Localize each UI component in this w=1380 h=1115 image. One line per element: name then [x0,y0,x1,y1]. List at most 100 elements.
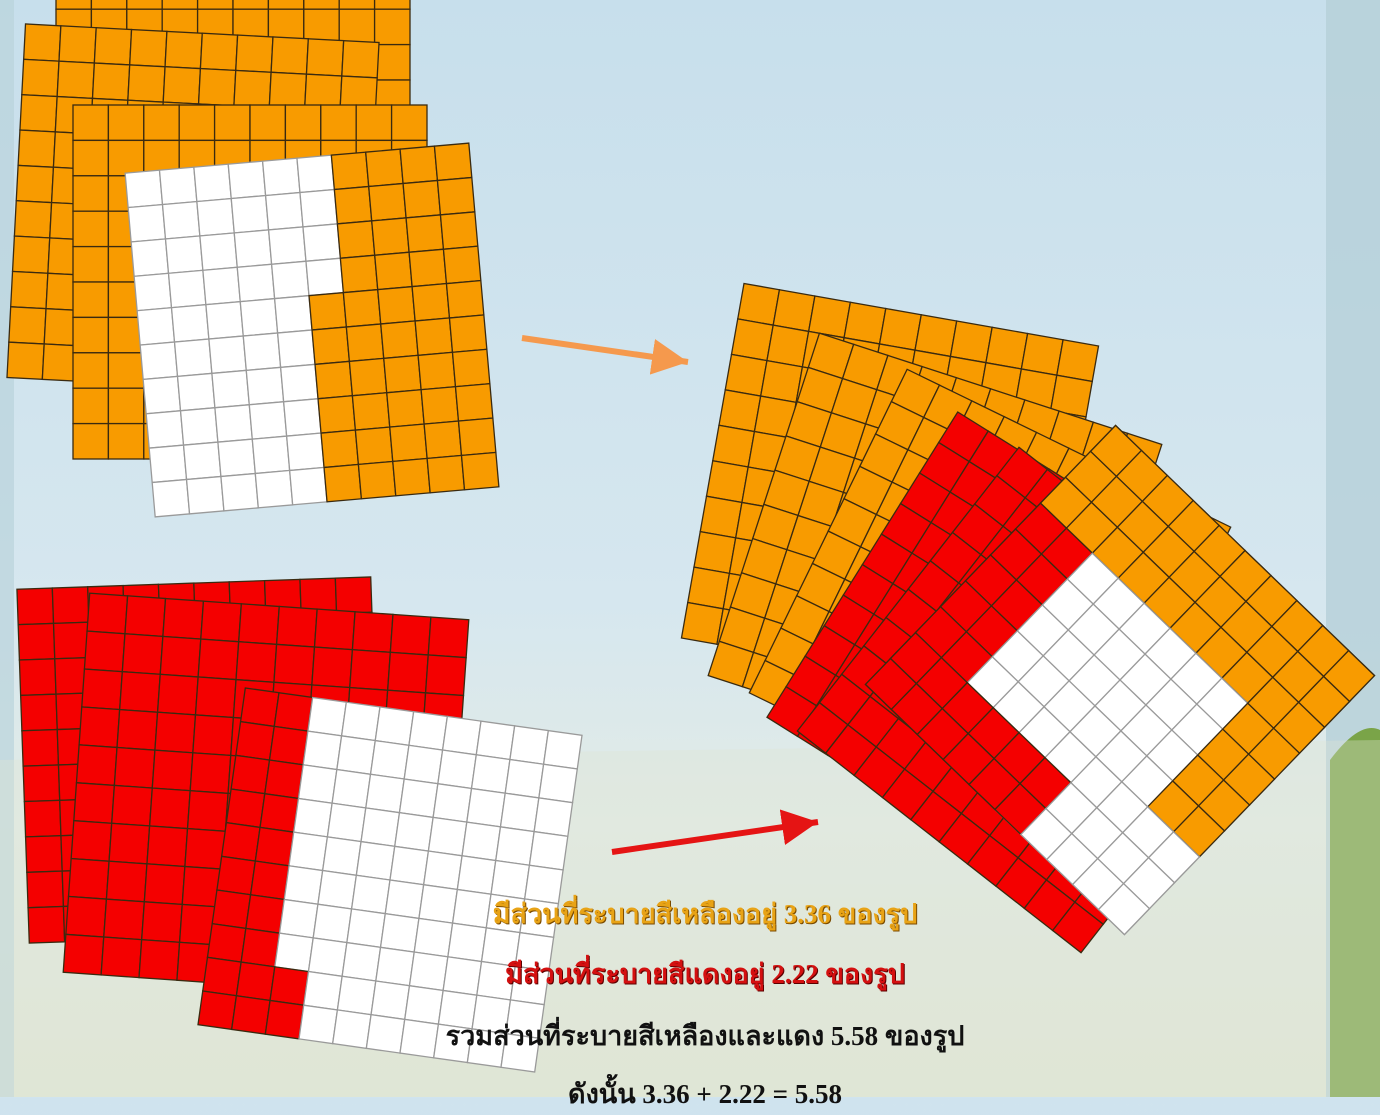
orange-grid-partial-cell [255,470,292,507]
red-grid-partial-cell [342,702,380,740]
red-grid-full-2-cell [193,715,234,756]
red-grid-full-2-cell [155,712,196,753]
orange-grid-full-3-cell [73,282,108,317]
red-grid-full-2-cell [76,745,117,786]
red-grid-full-2-cell [104,899,145,940]
orange-grid-full-3-cell [108,140,143,175]
orange-grid-full-2-cell [22,59,59,96]
red-grid-full-2-cell [142,902,183,943]
red-grid-full-2-cell [117,710,158,751]
red-grid-partial-cell [323,837,361,875]
orange-grid-full-1-cell [375,9,410,44]
orange-grid-full-3-cell [356,105,391,140]
orange-grid-partial-cell [455,384,492,421]
red-grid-partial-cell [462,822,500,860]
orange-grid-partial-cell [209,336,246,373]
red-grid-partial-cell [433,784,471,822]
red-grid-partial-cell [371,741,409,779]
orange-grid-partial-cell [275,296,312,333]
orange-grid-partial-cell [355,427,392,464]
red-grid-full-2-cell [150,788,191,829]
orange-grid-full-2-cell [236,35,273,72]
red-grid-partial-cell [399,779,437,817]
red-grid-full-2-cell [185,829,226,870]
red-grid-partial-cell [198,991,236,1029]
orange-grid-partial-cell [334,187,371,224]
red-grid-partial-cell [438,750,476,788]
orange-grid-partial-cell [134,273,171,310]
red-grid-partial-cell [217,856,255,894]
orange-grid-full-3-cell [73,140,108,175]
red-grid-full-2-cell [160,636,201,677]
orange-grid-partial-cell [349,358,386,395]
red-grid-partial-cell [203,957,241,995]
orange-grid-partial-cell [172,305,209,342]
orange-grid-partial-cell [231,196,268,233]
orange-grid-partial-cell [194,164,231,201]
orange-grid-partial-cell [372,218,409,255]
orange-grid-full-3-cell [73,247,108,282]
red-grid-full-2-cell [106,861,147,902]
red-grid-full-2-cell [87,593,128,634]
orange-grid-partial-cell [263,158,300,195]
red-grid-full-2-cell [350,650,391,691]
orange-grid-full-2-cell [128,65,165,102]
orange-grid-partial-cell [387,390,424,427]
orange-grid-full-1-cell [127,0,162,9]
red-grid-full-2-cell [71,821,112,862]
red-grid-full-2-cell [114,747,155,788]
orange-grid-partial-cell [266,193,303,230]
orange-grid-full-2-cell [199,69,236,106]
red-grid-partial-cell [303,731,341,769]
combined-orange-1-cell [738,283,780,325]
orange-grid-partial-cell [434,143,471,180]
red-grid-full-2-cell [274,644,315,685]
red-grid-full-2-cell [163,599,204,640]
orange-grid-partial-cell [315,361,352,398]
red-grid-full-2-cell [147,826,188,867]
orange-grid-partial-cell [169,270,206,307]
combined-orange-1-cell [950,321,992,363]
orange-grid-partial-cell [427,455,464,492]
combined-orange-1-cell [694,532,736,574]
orange-grid-partial-cell [284,399,321,436]
orange-grid-full-3-cell [73,388,108,423]
orange-grid-full-3-cell [73,105,108,140]
orange-grid-full-2-cell [94,28,131,65]
orange-grid-partial-cell [131,239,168,276]
orange-grid-full-3-cell [73,176,108,211]
orange-grid-full-1-cell [233,0,268,9]
orange-grid-partial-cell [378,287,415,324]
red-grid-full-1-cell [17,588,54,625]
orange-grid-full-2-cell [9,307,46,344]
combined-orange-1-cell [844,302,886,344]
red-grid-partial-cell [534,798,572,836]
red-grid-full-2-cell [144,864,185,905]
red-grid-partial-cell [457,856,495,894]
red-grid-partial-cell [207,924,245,962]
orange-grid-full-3-cell [285,105,320,140]
red-grid-partial-cell [424,851,462,889]
orange-grid-partial [125,143,499,517]
orange-grid-full-2-cell [59,26,96,63]
red-grid-full-2-cell [188,791,229,832]
orange-grid-partial-cell [390,424,427,461]
red-grid-partial-cell [361,808,399,846]
orange-grid-partial-cell [324,464,361,501]
orange-grid-partial-cell [240,299,277,336]
red-grid-partial-cell [404,745,442,783]
orange-grid-partial-cell [218,439,255,476]
red-shaded-text: มีส่วนที่ระบายสีแดงอยู่ 2.22 ของรูป [265,952,1145,995]
orange-grid-full-1-cell [304,0,339,9]
orange-grid-full-2-cell [7,342,44,379]
red-grid-partial-cell [298,765,336,803]
orange-grid-full-3-cell [179,105,214,140]
red-grid-full-1-cell [335,577,372,614]
red-grid-full-2-cell [352,612,393,653]
red-grid-partial-cell [255,827,293,865]
red-grid-full-1-cell [54,622,91,659]
red-grid-partial-cell [505,760,543,798]
red-grid-full-2-cell [388,652,429,693]
orange-grid-partial-cell [278,330,315,367]
red-grid-partial-cell [510,726,548,764]
